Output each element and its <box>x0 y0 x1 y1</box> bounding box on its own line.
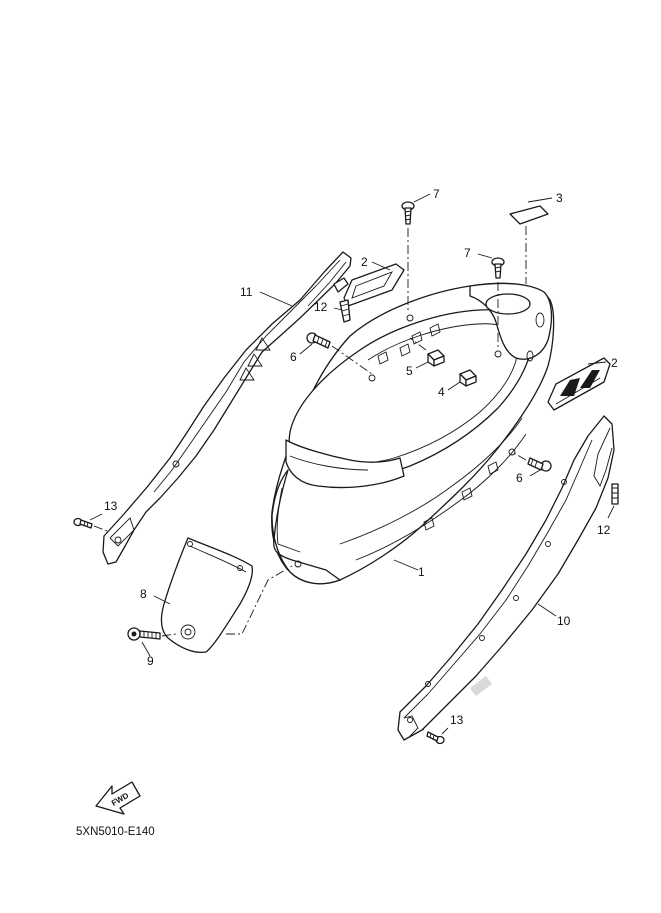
callout-1: 1 <box>418 565 425 579</box>
part-3-label <box>509 197 553 284</box>
part-8-lower-cover <box>153 537 293 654</box>
part-13-screw-left <box>73 513 111 533</box>
callout-7-top: 7 <box>433 187 440 201</box>
callout-2-right: 2 <box>611 356 618 370</box>
part-2-emblem-right <box>547 357 611 411</box>
callout-2-left: 2 <box>361 255 368 269</box>
callout-6-right: 6 <box>516 471 523 485</box>
callout-4: 4 <box>438 385 445 399</box>
callout-5: 5 <box>406 364 413 378</box>
fwd-arrow-icon <box>95 781 141 815</box>
callout-13-left: 13 <box>104 499 118 513</box>
callout-13-right: 13 <box>450 713 464 727</box>
callout-7-mid: 7 <box>464 246 471 260</box>
part-12-bolt-a <box>333 277 351 323</box>
fwd-arrow: FWD <box>95 781 141 815</box>
part-7-screw-b <box>477 253 505 348</box>
callout-3: 3 <box>556 191 563 205</box>
part-2-emblem-left <box>343 261 405 307</box>
part-12-bolt-b <box>607 483 619 519</box>
callout-9: 9 <box>147 654 154 668</box>
callout-12-right: 12 <box>597 523 611 537</box>
callout-labels: 1 2 2 3 4 5 6 6 7 7 8 9 10 11 12 12 13 1… <box>104 187 618 727</box>
part-9-screw <box>127 627 177 657</box>
callout-6-left: 6 <box>290 350 297 364</box>
diagram-code: 5XN5010-E140 <box>76 826 155 838</box>
callout-11: 11 <box>240 285 253 299</box>
callout-10: 10 <box>557 614 571 628</box>
callout-12-left: 12 <box>314 300 328 314</box>
part-1-body-cover <box>271 282 555 585</box>
part-10-side-rail <box>397 415 615 741</box>
part-5-clip <box>409 337 445 369</box>
callout-8: 8 <box>140 587 147 601</box>
part-7-screw-a <box>401 193 431 310</box>
part-11-side-rail <box>102 251 352 565</box>
part-6-screw-right <box>511 451 552 477</box>
part-4-clip <box>447 369 477 391</box>
part-6-screw-left <box>299 332 373 375</box>
